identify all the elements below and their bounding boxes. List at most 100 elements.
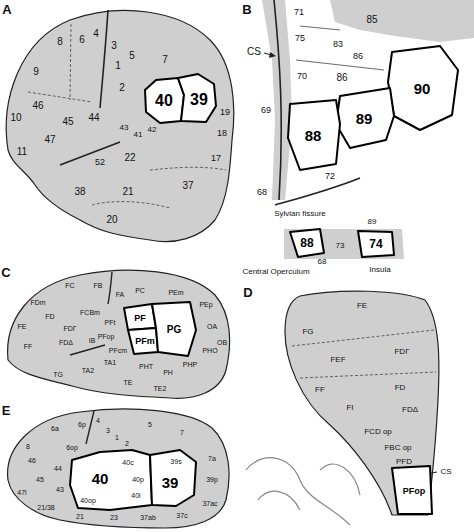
cortical-area: 40 <box>145 78 184 123</box>
area-label: 69 <box>261 106 271 115</box>
area-label: 1 <box>115 434 119 441</box>
area-label: FCBm <box>80 309 100 316</box>
area-label: 19 <box>220 108 230 117</box>
area-boundary <box>296 60 384 70</box>
area-label: FC <box>65 282 74 289</box>
area-label: 11 <box>17 147 27 157</box>
area-number: PG <box>167 325 181 335</box>
area-label: 71 <box>294 8 304 17</box>
area-boundary <box>300 372 436 378</box>
area-label: TE2 <box>154 385 167 392</box>
area-outline <box>388 46 458 130</box>
hemisphere-outline <box>8 409 229 528</box>
area-label: TG <box>53 371 63 378</box>
area-number: 40 <box>92 471 109 486</box>
area-label: TA1 <box>104 359 116 366</box>
cortical-area: PFm <box>128 328 158 354</box>
area-outline <box>392 466 432 514</box>
area-label: 70 <box>297 72 307 81</box>
area-label: 44 <box>88 113 99 123</box>
area-label: 40c <box>122 459 133 466</box>
area-label: FE <box>357 302 367 310</box>
area-label: 2 <box>119 83 125 93</box>
area-label: PHO <box>202 347 217 354</box>
area-label: PH <box>163 369 173 376</box>
central-sulcus <box>100 10 108 108</box>
area-number: PFop <box>403 487 426 496</box>
area-label: 46 <box>28 457 36 464</box>
area-label: 37ac <box>202 500 217 507</box>
area-label: FCD op <box>364 428 392 436</box>
area-label: FD <box>395 384 406 392</box>
sylvian-fissure <box>70 345 105 355</box>
hemisphere-outline <box>6 10 233 241</box>
area-label: 37c <box>176 512 187 519</box>
area-label: CS <box>440 468 451 476</box>
area-number: 40 <box>155 93 173 109</box>
central-sulcus <box>108 272 112 304</box>
area-label: 21/38 <box>37 504 55 511</box>
area-label: 37ab <box>140 514 156 521</box>
panel-letter: D <box>243 286 252 299</box>
area-label: FB <box>94 282 103 289</box>
area-label: FDm <box>30 299 45 306</box>
area-label: 38 <box>74 187 85 197</box>
area-label: FG <box>302 328 313 336</box>
area-label: PFcm <box>109 347 127 354</box>
cortical-area: PFop <box>392 466 432 514</box>
area-label: 9 <box>33 67 39 77</box>
area-label: 5 <box>129 51 135 61</box>
area-outline <box>128 328 158 354</box>
area-label: 86 <box>353 52 363 61</box>
area-label: 6 <box>79 35 85 45</box>
area-label: 68 <box>318 258 327 266</box>
area-label: 43 <box>56 486 64 493</box>
area-outline <box>358 231 394 257</box>
area-label: 85 <box>366 15 377 25</box>
area-label: PFop <box>98 333 115 340</box>
area-label: 39s <box>170 458 181 465</box>
area-label: 43 <box>120 124 129 132</box>
area-label: 6p <box>78 421 86 428</box>
area-label: 3 <box>111 41 117 51</box>
area-label: 21 <box>76 513 84 520</box>
area-label: 8 <box>57 37 63 47</box>
panel-letter: C <box>1 266 10 279</box>
area-label: IB <box>89 337 96 344</box>
area-label: 6a <box>51 425 59 432</box>
area-label: 22 <box>124 153 135 163</box>
area-label: 75 <box>295 34 305 43</box>
area-label: FA <box>116 291 125 298</box>
cortical-area: 74 <box>358 231 394 257</box>
area-label: 44 <box>54 465 62 472</box>
area-label: 20 <box>106 215 117 225</box>
area-outline <box>178 74 216 122</box>
area-label: FD <box>45 313 54 320</box>
area-label: FI <box>346 404 353 412</box>
area-label: FF <box>315 386 325 394</box>
area-boundary <box>150 167 226 170</box>
cortical-area: PG <box>152 302 196 356</box>
area-label: PHP <box>183 361 197 368</box>
area-label: 46 <box>32 101 43 111</box>
area-outline <box>150 450 196 506</box>
area-label: 5 <box>148 421 152 428</box>
area-number: 90 <box>414 81 431 96</box>
area-outline <box>70 450 152 510</box>
area-label: 68 <box>257 188 267 197</box>
area-label: 4 <box>93 29 99 39</box>
area-label: 42 <box>148 126 157 134</box>
area-boundary <box>70 24 71 100</box>
area-label: PC <box>135 287 145 294</box>
shaded-region <box>330 0 474 42</box>
area-label: PEm <box>168 289 183 296</box>
area-label: Central Operculum <box>242 268 309 276</box>
area-label: 89 <box>368 218 377 226</box>
panel-letter: B <box>242 3 251 16</box>
area-outline <box>336 88 394 148</box>
central-sulcus <box>86 411 94 444</box>
area-label: 45 <box>62 117 73 127</box>
panel-letter: E <box>2 404 11 417</box>
area-label: FEF <box>330 356 345 364</box>
area-label: 7a <box>208 455 216 462</box>
